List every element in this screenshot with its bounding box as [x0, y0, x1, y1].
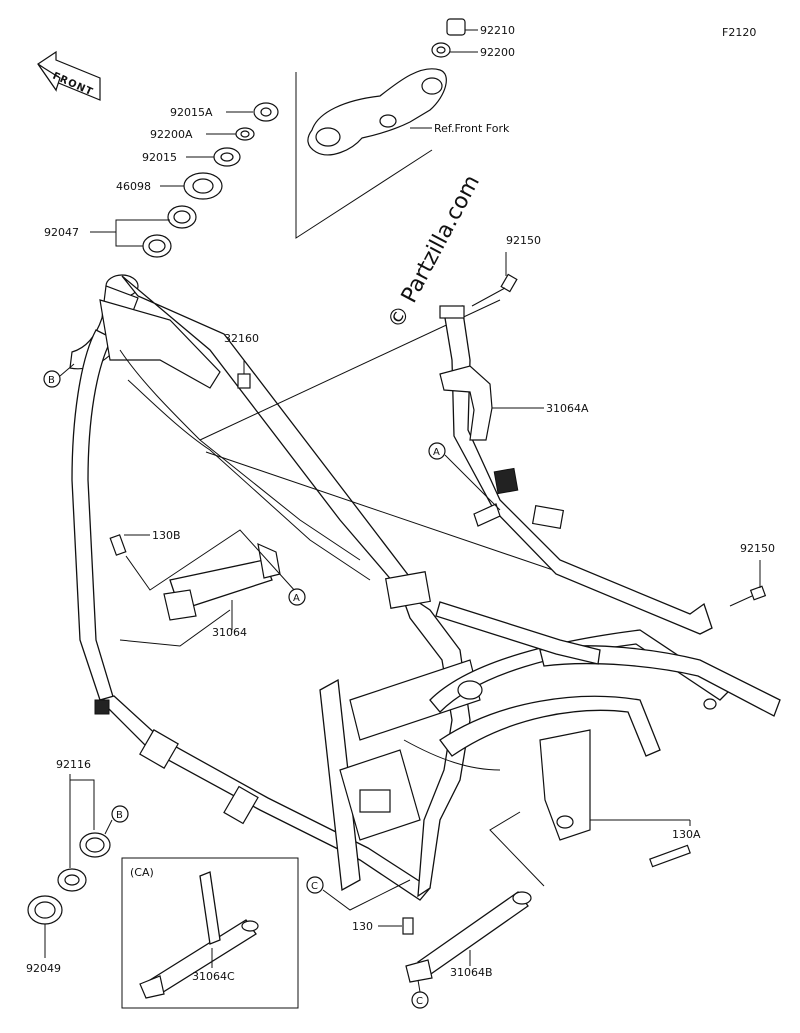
bolt-130: 130	[352, 917, 414, 935]
label-130B: 130B	[152, 529, 181, 542]
label-92015: 92015	[142, 151, 177, 164]
steering-stem-group: 92210 92200 Ref.Front Fork 92015A 92200A…	[44, 18, 515, 258]
callout-B-top-text: B	[48, 375, 55, 386]
frame-downtube	[71, 329, 115, 701]
bracket-31064: 130B 31064	[109, 529, 297, 647]
callout-A-mid-text: A	[293, 593, 300, 604]
label-92116: 92116	[56, 758, 91, 771]
bolt-92150-right: 92150	[729, 542, 775, 607]
callout-B-lower-text: B	[116, 810, 123, 821]
frame-seat-post	[319, 678, 361, 892]
watermark: © Partzilla.com	[383, 171, 485, 333]
rail-31064A: 31064A	[439, 305, 713, 635]
callout-C-mid-text: C	[311, 881, 318, 892]
label-130: 130	[352, 920, 373, 933]
label-92015A: 92015A	[170, 106, 213, 119]
upper-triple-clamp	[307, 68, 447, 156]
callout-B-lower	[111, 805, 129, 823]
label-92047: 92047	[44, 226, 79, 239]
label-92049: 92049	[26, 962, 61, 975]
crossmember-31064B: C 31064B C	[306, 811, 545, 1009]
label-31064: 31064	[212, 626, 247, 639]
inset-ca: (CA) 31064C	[121, 857, 299, 1009]
callout-C-mid	[306, 876, 324, 894]
bolt-92150-top: 92150	[471, 234, 541, 307]
label-31064A: 31064A	[546, 402, 589, 415]
bearing-race-group: 92116 B	[56, 758, 129, 892]
label-92200A: 92200A	[150, 128, 193, 141]
bolt-130A: 130A	[590, 819, 701, 868]
label-92150-right: 92150	[740, 542, 775, 555]
callout-A-right	[428, 442, 446, 460]
label-130A: 130A	[672, 828, 701, 841]
label-92210: 92210	[480, 24, 515, 37]
label-31064C: 31064C	[192, 970, 235, 983]
diagram-code: F2120	[722, 26, 756, 39]
label-31064B: 31064B	[450, 966, 493, 979]
label-46098: 46098	[116, 180, 151, 193]
callout-C-bottom-text: C	[416, 996, 423, 1007]
label-92200: 92200	[480, 46, 515, 59]
callout-B-top	[43, 370, 61, 388]
front-arrow-icon: FRONT	[37, 50, 101, 101]
seal-92049: 92049	[26, 895, 63, 975]
label-32160: 32160	[224, 332, 259, 345]
callout-A-mid	[288, 588, 306, 606]
main-frame	[69, 274, 781, 901]
bolt-32160: 32160	[224, 332, 259, 389]
stem-nut	[446, 18, 466, 36]
label-ref-front-fork: Ref.Front Fork	[434, 122, 510, 135]
label-92150-top: 92150	[506, 234, 541, 247]
inset-label: (CA)	[130, 866, 154, 879]
callout-A-right-text: A	[433, 447, 440, 458]
